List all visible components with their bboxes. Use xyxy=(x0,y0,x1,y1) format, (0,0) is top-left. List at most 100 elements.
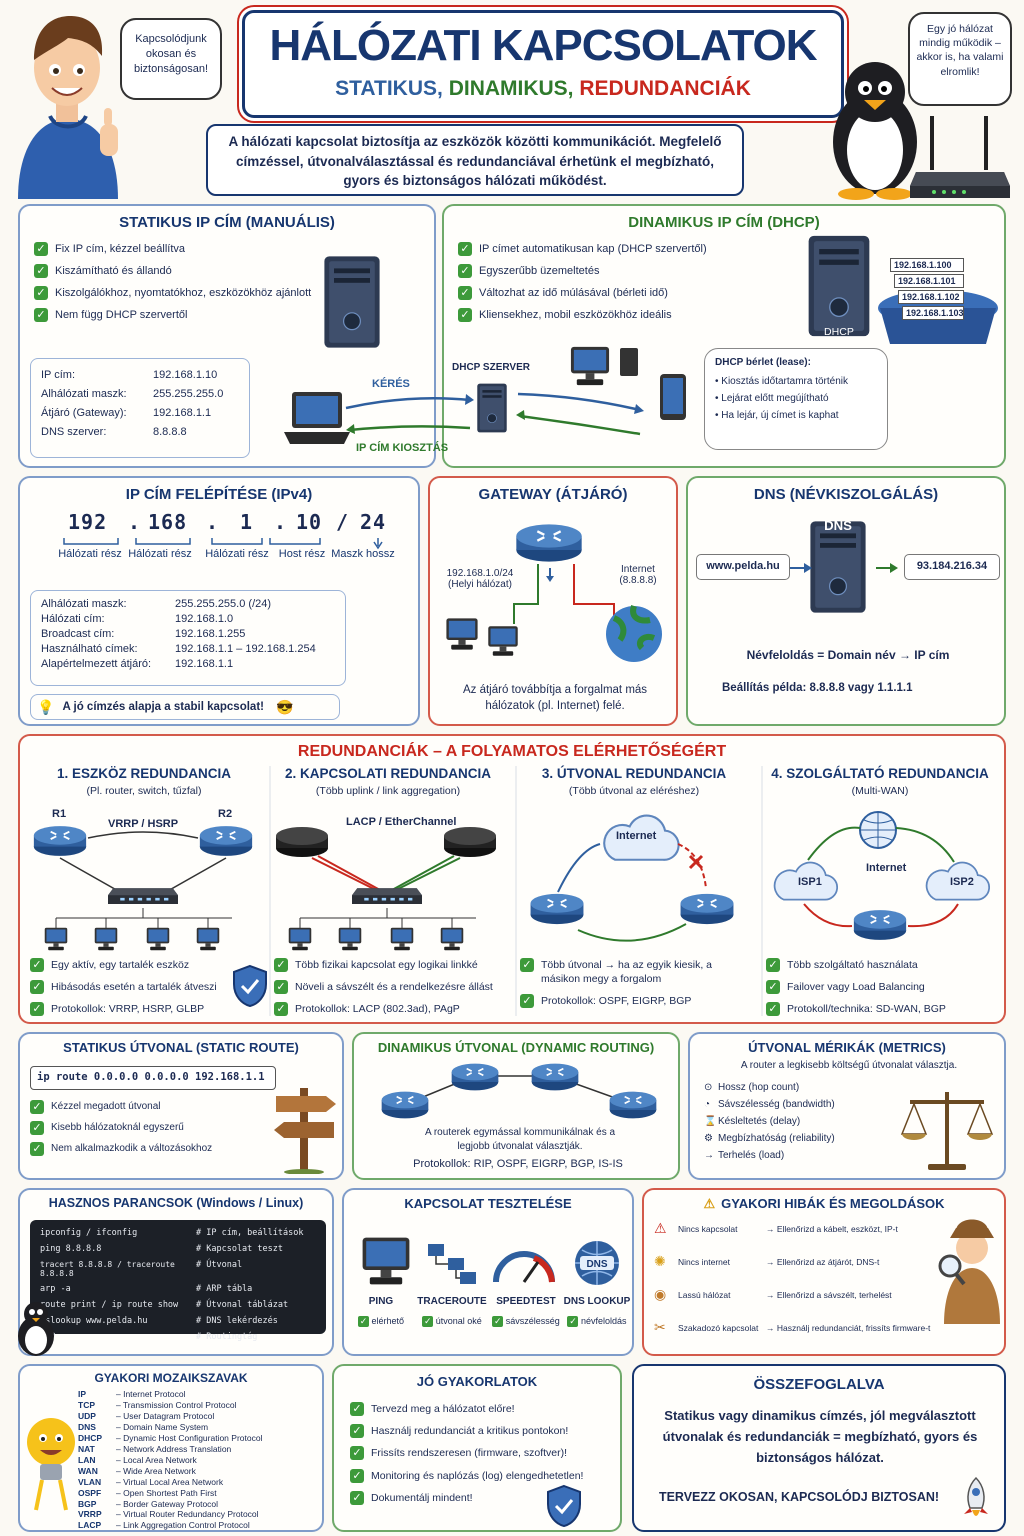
command-row: arp -a# ARP tábla xyxy=(40,1284,253,1294)
static-route-panel: STATIKUS ÚTVONAL (STATIC ROUTE) ip route… xyxy=(18,1032,344,1180)
speech-bubble-left: Kapcsolódjunk okosan és biztonságosan! xyxy=(120,18,222,100)
gear-icon: ⚙ xyxy=(704,1133,713,1144)
static-ip-config-card: IP cím:192.168.1.10 Alhálózati maszk:255… xyxy=(30,358,250,458)
server-icon xyxy=(323,255,381,349)
speech-bubble-right: Egy jó hálózat mindig működik – akkor is… xyxy=(908,12,1012,106)
lacp-label: LACP / EtherChannel xyxy=(346,816,457,828)
request-label: KÉRÉS xyxy=(372,378,410,390)
redundancy-column-subtitle: (Pl. router, switch, tűzfal) xyxy=(86,785,202,797)
lightbulb-mascot-illustration xyxy=(27,1418,75,1511)
abbreviations-title: GYAKORI MOZAIKSZAVAK xyxy=(94,1371,248,1385)
abbreviation-list: IP– Internet Protocol TCP– Transmission … xyxy=(78,1389,263,1531)
svg-text:DNS: DNS xyxy=(824,518,852,533)
subtitle-redundancy: REDUNDANCIÁK xyxy=(579,77,751,100)
signpost-icon xyxy=(274,1088,336,1174)
check-item: ✓Dokumentálj mindent! xyxy=(350,1490,612,1505)
internet-label-multiwan: Internet xyxy=(866,862,907,874)
svg-text:DHCP: DHCP xyxy=(824,326,854,338)
command-row: ipconfig / ifconfig# IP cím, beállítások xyxy=(40,1228,304,1238)
commands-title: HASZNOS PARANCSOK (Windows / Linux) xyxy=(48,1196,304,1210)
broken-link-icon: ✂ xyxy=(654,1319,666,1335)
dns-title: DNS (NÉVKISZOLGÁLÁS) xyxy=(753,486,939,503)
check-item: ✓Egyszerűbb üzemeltetés xyxy=(458,263,788,279)
practices-panel: JÓ GYAKORLATOK ✓Tervezd meg a hálózatot … xyxy=(332,1364,622,1532)
internet-label: Internet xyxy=(616,830,657,842)
column-dividers xyxy=(269,766,763,1016)
config-row: IP cím:192.168.1.10 xyxy=(41,369,218,381)
dhcp-server-label: DHCP SZERVER xyxy=(452,362,530,373)
home-router-illustration xyxy=(910,116,1010,198)
summary-slogan: TERVEZZ OKOSAN, KAPCSOLÓDJ BIZTOSAN! xyxy=(658,1490,940,1504)
dns-example-text: Beállítás példa: 8.8.8.8 vagy 1.1.1.1 xyxy=(722,682,913,694)
arrow-icon: → xyxy=(704,1150,714,1161)
isp2-label: ISP2 xyxy=(950,876,974,888)
dns-globe-icon: DNS xyxy=(575,1241,619,1285)
redundancy-panel: REDUNDANCIÁK – A FOLYAMATOS ELÉRHETŐSÉGÉ… xyxy=(18,734,1006,1024)
redundancy-column-2: 2. KAPCSOLATI REDUNDANCIA (Több uplink / … xyxy=(270,766,506,1020)
dns-arrows xyxy=(790,563,898,573)
dns-resolve-text: Névfeloldás = Domain név → IP cím xyxy=(746,648,950,662)
check-item: ✓IP címet automatikusan kap (DHCP szerve… xyxy=(458,242,788,257)
dynamic-route-description: A routerek egymással kommunikálnak és a … xyxy=(424,1127,616,1152)
summary-title: ÖSSZEFOGLALVA xyxy=(753,1376,885,1393)
redundancy-column-1: 1. ESZKÖZ REDUNDANCIA(Pl. router, switch… xyxy=(26,766,262,1020)
dhcp-flow-arrows xyxy=(345,392,644,436)
errors-panel: ⚠GYAKORI HIBÁK ÉS MEGOLDÁSOK ⚠Nincs kapc… xyxy=(642,1188,1006,1356)
detail-row: Alapértelmezett átjáró:192.168.1.1 xyxy=(41,658,234,670)
dns-server-icon: DNS xyxy=(809,518,867,614)
security-shield-icon xyxy=(233,964,267,1008)
dhcp-title: DINAMIKUS IP CÍM (DHCP) xyxy=(628,214,820,231)
check-item: ✓Failover vagy Load Balancing xyxy=(766,980,992,995)
shield-icon xyxy=(547,1484,581,1528)
dynamic-route-panel: DINAMIKUS ÚTVONAL (DYNAMIC ROUTING) A ro… xyxy=(352,1032,680,1180)
ipv4-brackets xyxy=(63,538,383,550)
vrrp-label: VRRP / HSRP xyxy=(108,818,179,830)
router-label-r1: R1 xyxy=(52,808,67,820)
redundancy-diagram xyxy=(276,827,496,951)
penguin-illustration xyxy=(833,62,917,200)
redundancy-diagram xyxy=(773,811,990,941)
errors-title: ⚠GYAKORI HIBÁK ÉS MEGOLDÁSOK xyxy=(703,1196,945,1211)
redundancy-column-title: 2. KAPCSOLATI REDUNDANCIA xyxy=(284,766,491,781)
command-row: BGP# Routingtág xyxy=(40,1332,258,1342)
redundancy-column-4: 4. SZOLGÁLTATÓ REDUNDANCIA(Multi-WAN)✓Tö… xyxy=(762,766,998,1020)
routing-mesh-diagram xyxy=(380,1062,658,1120)
detail-row: Broadcast cím:192.168.1.255 xyxy=(41,628,246,640)
check-item: ✓Protokollok: LACP (802.3ad), PAgP xyxy=(274,1002,500,1017)
command-row: route print / ip route show# Útvonal táb… xyxy=(40,1300,289,1310)
page-subtitle: STATIKUS, DINAMIKUS, REDUNDANCIÁK xyxy=(245,77,841,101)
check-item: ✓Kliensekhez, mobil eszközökhöz ideális xyxy=(458,307,788,323)
ipv4-tip: 💡 A jó címzés alapja a stabil kapcsolat!… xyxy=(30,694,340,720)
command-row: tracert 8.8.8.8 / traceroute 8.8.8.8# Út… xyxy=(40,1260,243,1278)
static-route-title: STATIKUS ÚTVONAL (STATIC ROUTE) xyxy=(63,1040,299,1055)
intro-text: A hálózati kapcsolat biztosítja az eszkö… xyxy=(206,124,744,196)
check-item: ✓Protokollok: OSPF, EIGRP, BGP xyxy=(520,994,746,1009)
check-item: ✓Több fizikai kapcsolat egy logikai link… xyxy=(274,958,500,972)
gateway-diagram xyxy=(446,523,662,662)
check-item: ✓Protokollok: VRRP, HSRP, GLBP xyxy=(30,1002,256,1017)
commands-panel: HASZNOS PARANCSOK (Windows / Linux) ipco… xyxy=(18,1188,334,1356)
ipv4-title: IP CÍM FELÉPÍTÉSE (IPv4) xyxy=(125,486,313,503)
check-item: ✓Kézzel megadott útvonal xyxy=(30,1100,240,1114)
redundancy-column-title: 3. ÚTVONAL REDUNDANCIA xyxy=(541,766,727,781)
redundancy-diagram xyxy=(529,814,735,942)
redundancy-column-3: 3. ÚTVONAL REDUNDANCIA(Több útvonal az e… xyxy=(516,766,752,1020)
check-item: ✓Kiszolgálókhoz, nyomtatókhoz, eszközökh… xyxy=(34,285,314,301)
ip-pool-list: 192.168.1.100 192.168.1.101 192.168.1.10… xyxy=(890,258,964,320)
redundancy-column-subtitle: (Multi-WAN) xyxy=(851,785,909,797)
redundancy-diagram xyxy=(32,825,254,951)
abbreviations-panel: GYAKORI MOZAIKSZAVAK IP– Internet Protoc… xyxy=(18,1364,324,1532)
ipv4-octets: 192. 168. 1. 10/ 24 xyxy=(68,510,387,534)
tests-results: ✓ elérhető ✓ útvonal oké ✓ sávszélesség … xyxy=(357,1316,627,1327)
check-item: ✓Több szolgáltató használata xyxy=(766,958,992,972)
dynamic-route-title: DINAMIKUS ÚTVONAL (DYNAMIC ROUTING) xyxy=(377,1040,655,1055)
speedometer-icon xyxy=(493,1251,555,1283)
gear-error-icon: ✺ xyxy=(654,1253,666,1269)
dns-panel: DNS (NÉVKISZOLGÁLÁS) www.pelda.hu DNS 93… xyxy=(686,476,1006,726)
hourglass-icon: ⌛ xyxy=(704,1116,717,1127)
dhcp-panel: DINAMIKUS IP CÍM (DHCP) ✓IP címet automa… xyxy=(442,204,1006,468)
gateway-title: GATEWAY (ÁTJÁRÓ) xyxy=(478,486,628,503)
redundancy-column-subtitle: (Több uplink / link aggregation) xyxy=(315,785,461,797)
